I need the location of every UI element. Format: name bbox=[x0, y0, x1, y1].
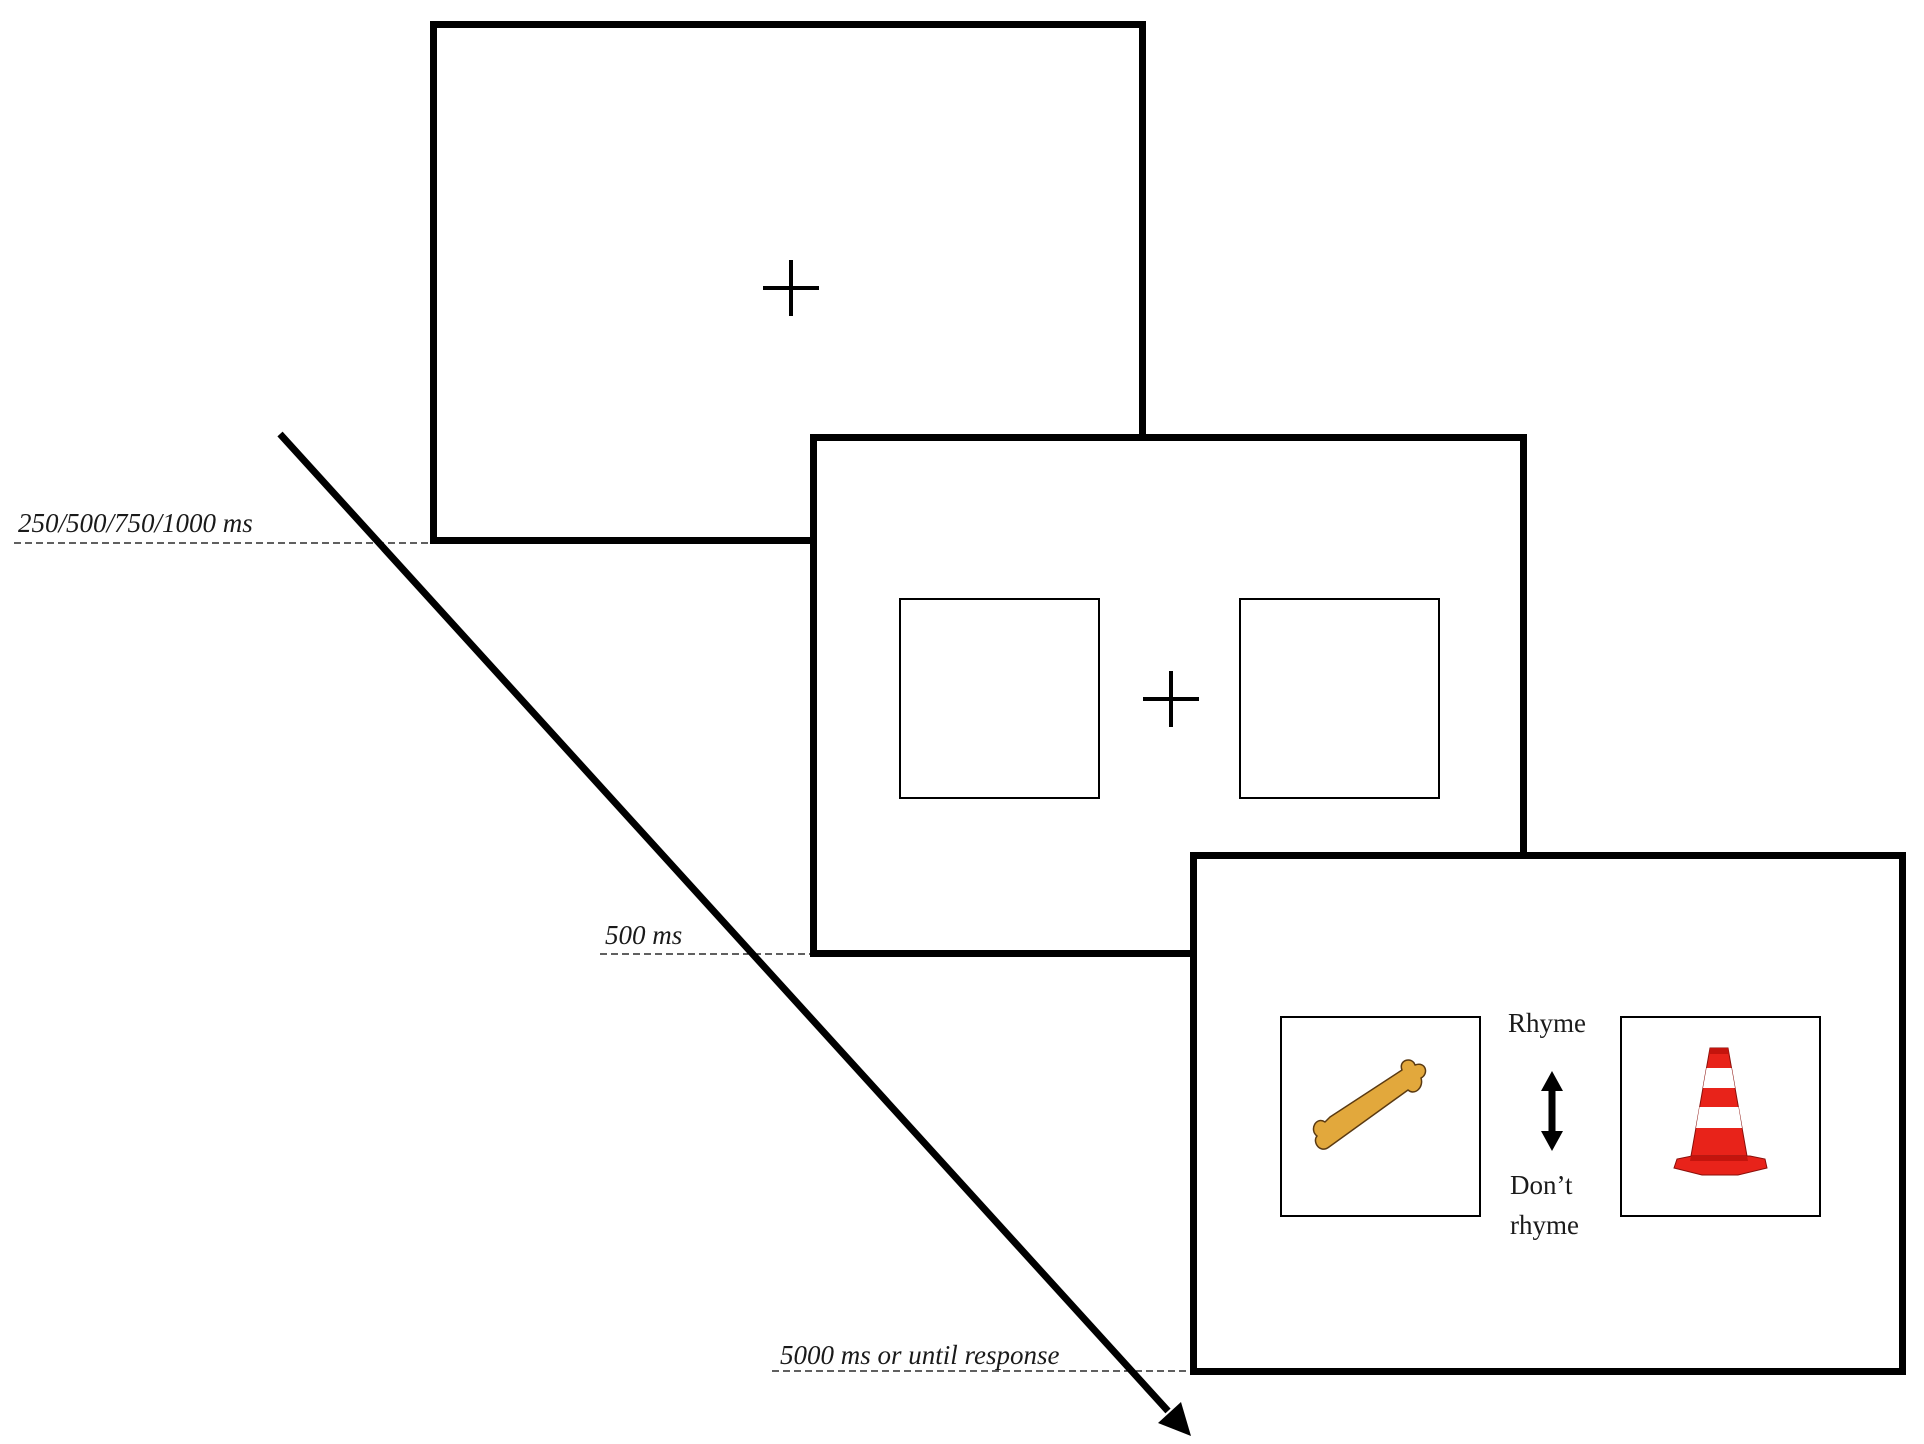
right-picture-box bbox=[1620, 1016, 1821, 1217]
double-arrow-icon bbox=[1541, 1071, 1563, 1151]
bone-icon bbox=[1312, 1059, 1427, 1150]
time-arrow bbox=[277, 431, 1191, 1436]
rhyme-label: Rhyme bbox=[1508, 1008, 1586, 1038]
fixation-cross bbox=[763, 260, 819, 316]
fixation-screen bbox=[430, 21, 1146, 544]
timing-label-stimulus: 5000 ms or until response bbox=[780, 1340, 1060, 1370]
stimulus-screen: Rhyme Don’t rhyme bbox=[1190, 852, 1906, 1375]
timing-label-placeholder: 500 ms bbox=[605, 920, 683, 950]
dont-rhyme-label: Don’t rhyme bbox=[1510, 1170, 1579, 1240]
left-picture-box bbox=[1280, 1016, 1481, 1217]
right-empty-box bbox=[1239, 598, 1440, 799]
timing-label-fixation: 250/500/750/1000 ms bbox=[18, 508, 253, 538]
traffic-cone-icon bbox=[1673, 1047, 1768, 1176]
left-empty-box bbox=[899, 598, 1100, 799]
fixation-cross bbox=[1143, 671, 1199, 727]
